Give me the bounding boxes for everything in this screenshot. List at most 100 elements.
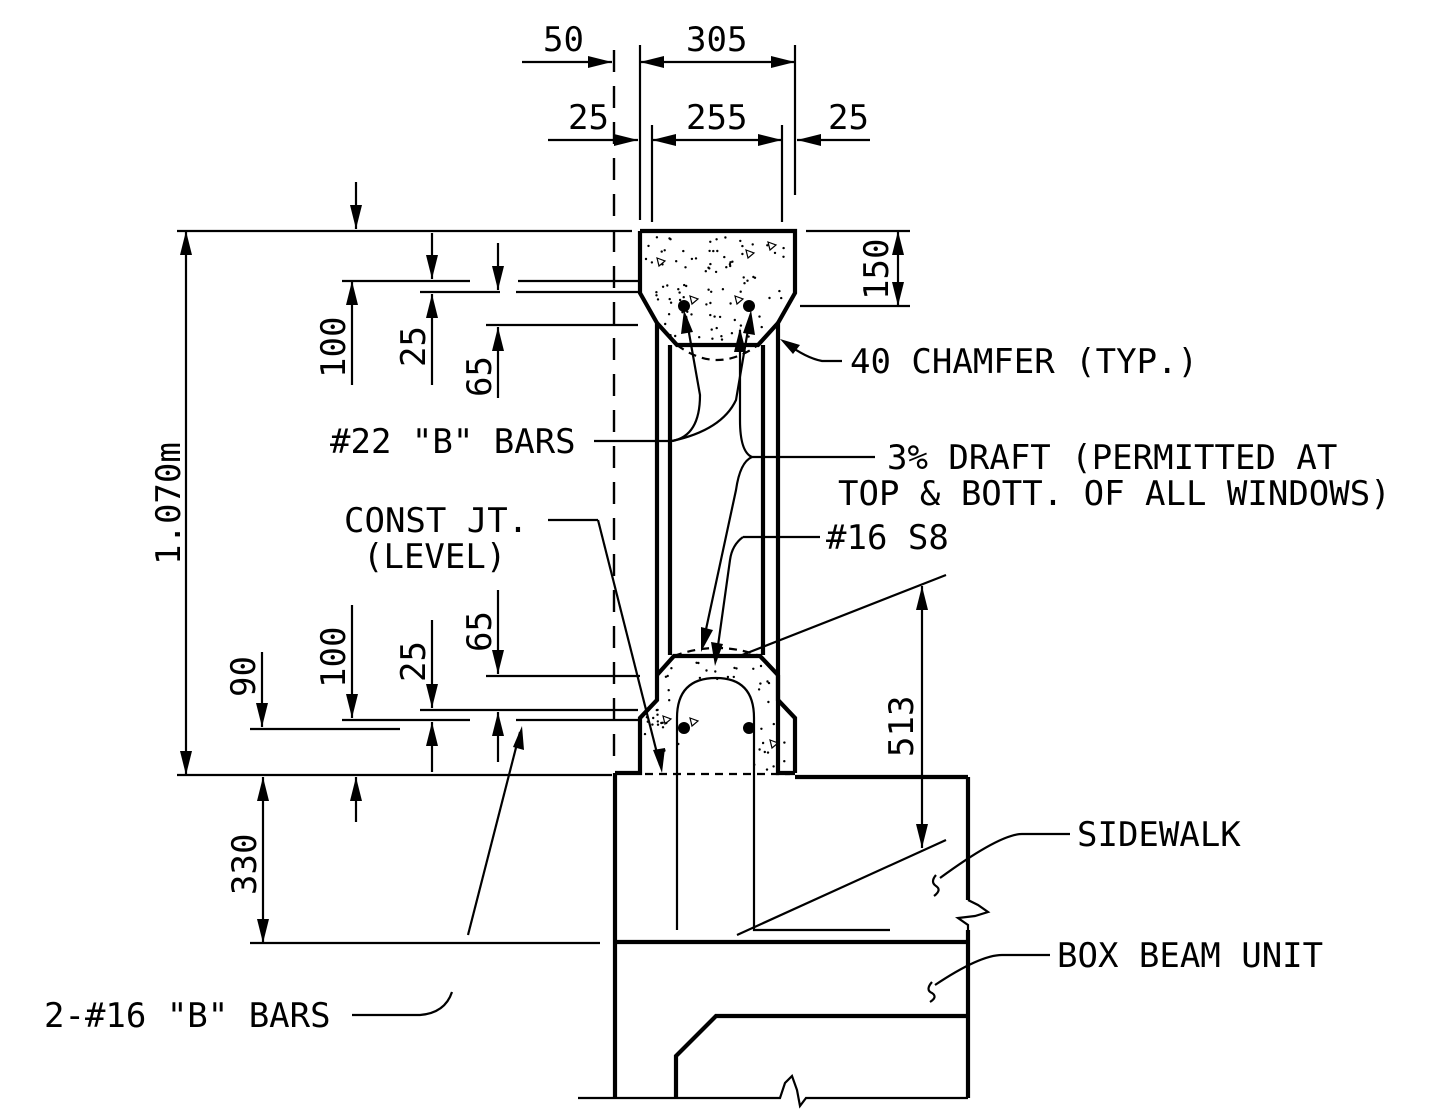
concrete-speck	[707, 266, 710, 269]
concrete-speck	[668, 297, 671, 301]
concrete-speck	[783, 741, 786, 744]
dim-255: 255	[686, 98, 747, 138]
concrete-speck	[710, 328, 713, 331]
concrete-speck	[735, 667, 738, 670]
concrete-speck	[766, 680, 769, 683]
concrete-speck	[742, 276, 745, 279]
concrete-speck	[644, 257, 648, 261]
concrete-speck	[708, 249, 711, 253]
concrete-speck	[655, 708, 658, 712]
concrete-speck	[656, 713, 659, 716]
concrete-speck	[674, 334, 677, 338]
concrete-speck	[766, 751, 770, 754]
concrete-speck	[683, 283, 686, 287]
concrete-speck	[656, 723, 660, 726]
concrete-speck	[650, 261, 654, 264]
concrete-speck	[709, 262, 712, 266]
concrete-speck	[664, 675, 668, 678]
concrete-speck	[711, 337, 714, 340]
concrete-speck	[743, 282, 746, 285]
concrete-speck	[713, 315, 716, 318]
concrete-speck	[667, 689, 670, 692]
concrete-stipple	[643, 236, 786, 771]
draft-callout: 3% DRAFT (PERMITTED AT TOP & BOTT. OF AL…	[700, 328, 1391, 652]
concrete-speck	[758, 748, 761, 751]
concrete-speck	[660, 721, 663, 725]
concrete-speck	[715, 238, 718, 241]
concrete-speck	[782, 255, 785, 258]
concrete-speck	[757, 688, 761, 691]
concrete-speck	[682, 249, 685, 253]
concrete-speck	[669, 301, 673, 304]
aggregate-mark	[662, 715, 673, 726]
aggregate-mark	[689, 717, 700, 728]
concrete-speck	[732, 675, 735, 679]
concrete-speck	[698, 336, 701, 339]
aggregate-mark	[769, 739, 780, 750]
concrete-speck	[704, 270, 707, 273]
concrete-speck	[709, 301, 712, 305]
dim-100-top: 100	[314, 317, 354, 378]
concrete-speck	[729, 261, 732, 264]
concrete-speck	[729, 302, 732, 305]
concrete-speck	[705, 303, 708, 306]
concrete-speck	[682, 296, 685, 299]
b-bars-22-callout: #22 "B" BARS	[330, 310, 755, 462]
sidewalk-label: SIDEWALK	[1077, 815, 1241, 855]
concrete-speck	[643, 732, 647, 736]
dim-150-group: 150	[800, 229, 910, 308]
concrete-speck	[710, 290, 713, 293]
concrete-speck	[694, 257, 698, 260]
concrete-speck	[655, 236, 659, 239]
dim-100-bot: 100	[314, 627, 354, 688]
concrete-speck	[663, 249, 666, 252]
top-dimensions: 50 305 25 255 25	[522, 20, 870, 146]
concrete-speck	[716, 249, 719, 253]
concrete-speck	[730, 332, 734, 335]
concrete-speck	[705, 669, 708, 672]
concrete-speck	[778, 289, 781, 293]
concrete-speck	[697, 661, 700, 665]
dim-513-group: 513	[736, 573, 947, 937]
dim-25-top: 25	[394, 326, 434, 367]
concrete-speck	[652, 716, 655, 720]
concrete-speck	[758, 315, 761, 318]
concrete-speck	[668, 237, 671, 240]
parapet-outline	[578, 228, 991, 1109]
concrete-speck	[678, 298, 682, 302]
concrete-speck	[741, 252, 744, 256]
concrete-speck	[720, 335, 723, 338]
draft-label-line1: 3% DRAFT (PERMITTED AT	[887, 438, 1337, 478]
concrete-speck	[739, 290, 742, 293]
b-bars-22-label: #22 "B" BARS	[330, 422, 576, 462]
top-bar-dims: 100 25 65	[314, 233, 640, 398]
concrete-speck	[651, 723, 654, 726]
concrete-speck	[767, 700, 770, 704]
concrete-speck	[783, 760, 786, 763]
concrete-speck	[729, 264, 732, 268]
s8-callout: #16 S8	[711, 518, 949, 666]
concrete-speck	[746, 279, 749, 282]
aggregate-mark	[745, 249, 756, 260]
concrete-speck	[763, 750, 766, 754]
bottom-bar-dims: 90 100 25 65	[224, 590, 640, 772]
concrete-speck	[698, 676, 702, 680]
concrete-speck	[655, 291, 658, 294]
concrete-speck	[709, 240, 712, 243]
concrete-speck	[739, 239, 742, 243]
reference-lines	[612, 45, 797, 770]
aggregate-mark	[656, 257, 667, 268]
concrete-speck	[678, 291, 681, 294]
dim-90: 90	[224, 656, 264, 697]
concrete-speck	[741, 244, 744, 248]
dim-65-bot: 65	[460, 611, 500, 652]
concrete-speck	[772, 765, 775, 768]
box-beam-label: BOX BEAM UNIT	[1057, 936, 1323, 976]
reinforcement	[645, 300, 890, 932]
concrete-speck	[709, 313, 712, 317]
box-beam-callout: BOX BEAM UNIT	[927, 936, 1323, 1003]
concrete-speck	[660, 250, 663, 253]
concrete-speck	[714, 270, 718, 274]
sidewalk-callout: SIDEWALK	[931, 815, 1241, 897]
concrete-speck	[655, 294, 658, 297]
